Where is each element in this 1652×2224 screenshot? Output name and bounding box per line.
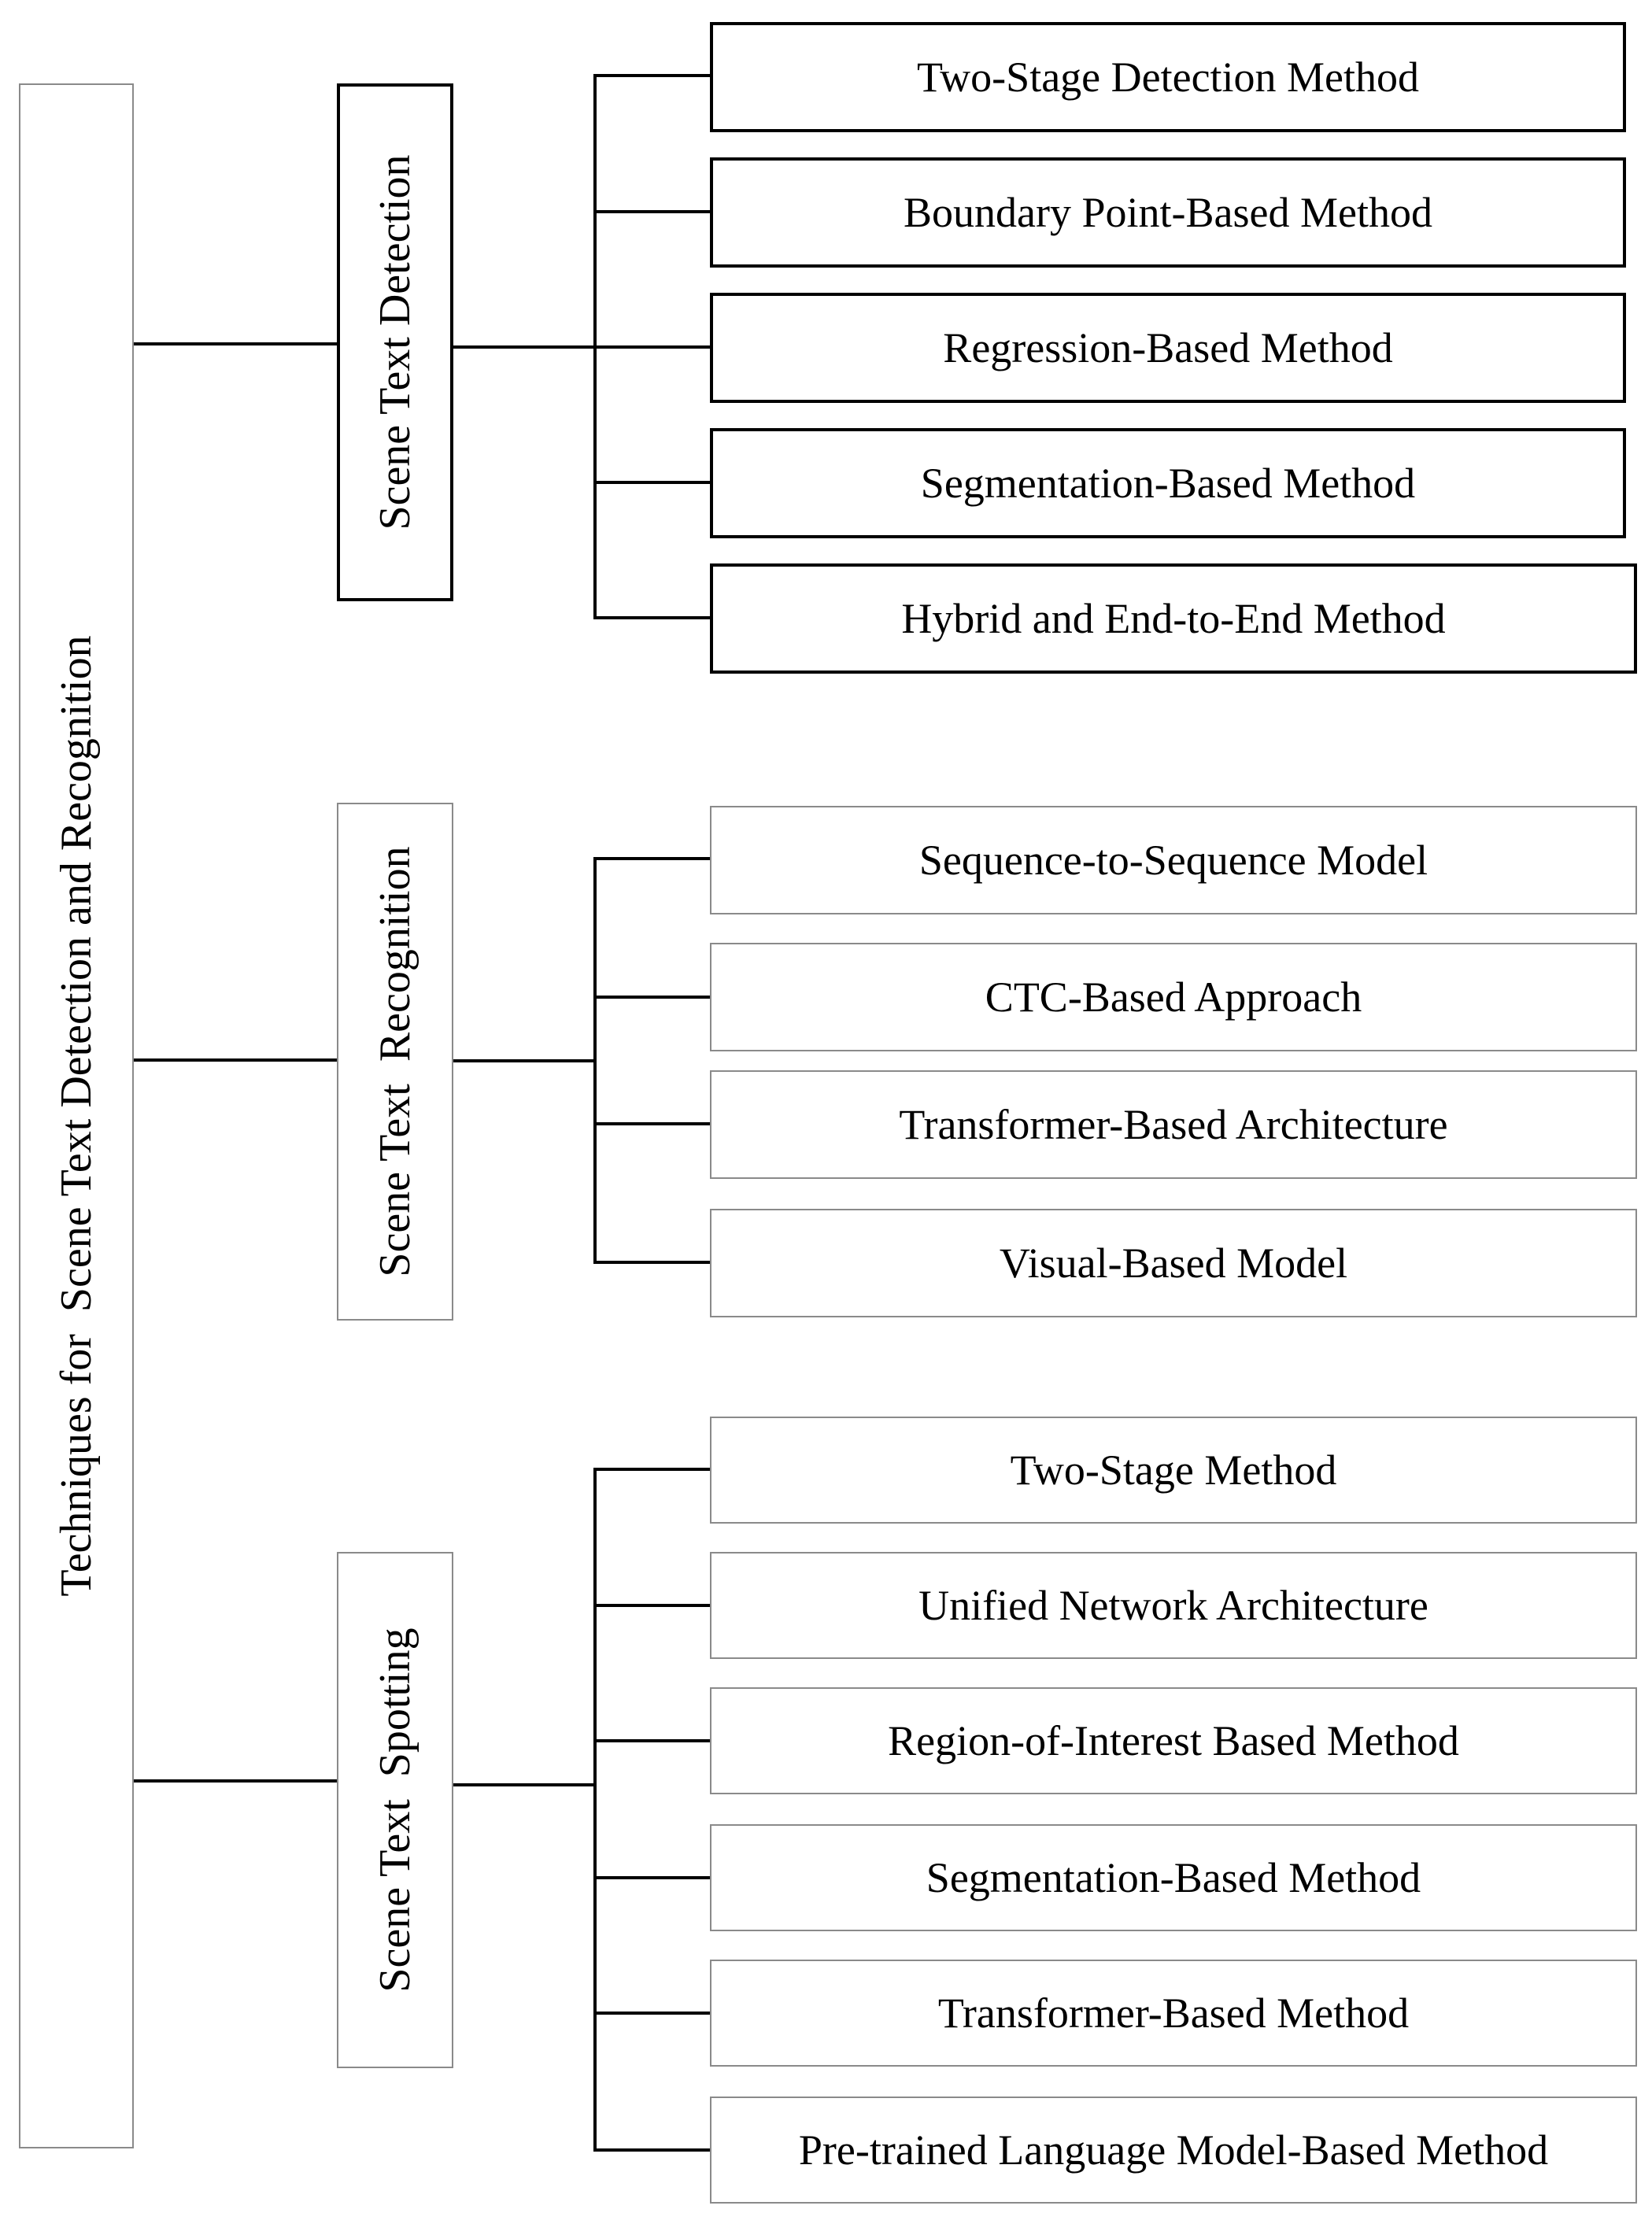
leaf-label: CTC-Based Approach — [985, 973, 1362, 1021]
leaf-label: Segmentation-Based Method — [926, 1854, 1421, 1901]
leaf-node: Transformer-Based Method — [710, 1960, 1637, 2067]
leaf-node: Boundary Point-Based Method — [710, 157, 1626, 268]
root-node: Techniques for Scene Text Detection and … — [19, 83, 134, 2148]
leaf-label: Hybrid and End-to-End Method — [901, 595, 1446, 642]
leaf-node: CTC-Based Approach — [710, 943, 1637, 1051]
group-scene-text-recognition: Scene Text Recognition — [337, 803, 453, 1321]
group-label: Scene Text Detection — [371, 154, 419, 530]
leaf-node: Region-of-Interest Based Method — [710, 1687, 1637, 1794]
leaf-label: Transformer-Based Method — [937, 1989, 1410, 2037]
leaf-node: Pre-trained Language Model-Based Method — [710, 2097, 1637, 2204]
leaf-node: Segmentation-Based Method — [710, 428, 1626, 538]
leaf-node: Hybrid and End-to-End Method — [710, 563, 1637, 674]
leaf-label: Visual-Based Model — [999, 1239, 1348, 1287]
group-scene-text-detection: Scene Text Detection — [337, 83, 453, 601]
leaf-label: Boundary Point-Based Method — [904, 189, 1432, 236]
leaf-node: Unified Network Architecture — [710, 1552, 1637, 1659]
leaf-label: Sequence-to-Sequence Model — [918, 837, 1428, 884]
leaf-node: Two-Stage Detection Method — [710, 22, 1626, 132]
leaf-label: Two-Stage Method — [1010, 1446, 1337, 1494]
leaf-node: Transformer-Based Architecture — [710, 1070, 1637, 1179]
leaf-label: Regression-Based Method — [943, 324, 1393, 371]
leaf-node: Sequence-to-Sequence Model — [710, 806, 1637, 914]
leaf-label: Unified Network Architecture — [918, 1582, 1428, 1629]
leaf-node: Two-Stage Method — [710, 1417, 1637, 1524]
leaf-node: Regression-Based Method — [710, 293, 1626, 403]
group-label: Scene Text Recognition — [371, 846, 419, 1277]
leaf-label: Transformer-Based Architecture — [899, 1101, 1448, 1148]
root-label: Techniques for Scene Text Detection and … — [52, 635, 101, 1597]
leaf-node: Visual-Based Model — [710, 1209, 1637, 1317]
group-label: Scene Text Spotting — [371, 1627, 419, 1993]
leaf-label: Pre-trained Language Model-Based Method — [798, 2126, 1549, 2174]
leaf-node: Segmentation-Based Method — [710, 1824, 1637, 1931]
leaf-label: Region-of-Interest Based Method — [888, 1717, 1459, 1764]
leaf-label: Segmentation-Based Method — [920, 460, 1416, 507]
group-scene-text-spotting: Scene Text Spotting — [337, 1552, 453, 2068]
leaf-label: Two-Stage Detection Method — [916, 54, 1420, 101]
